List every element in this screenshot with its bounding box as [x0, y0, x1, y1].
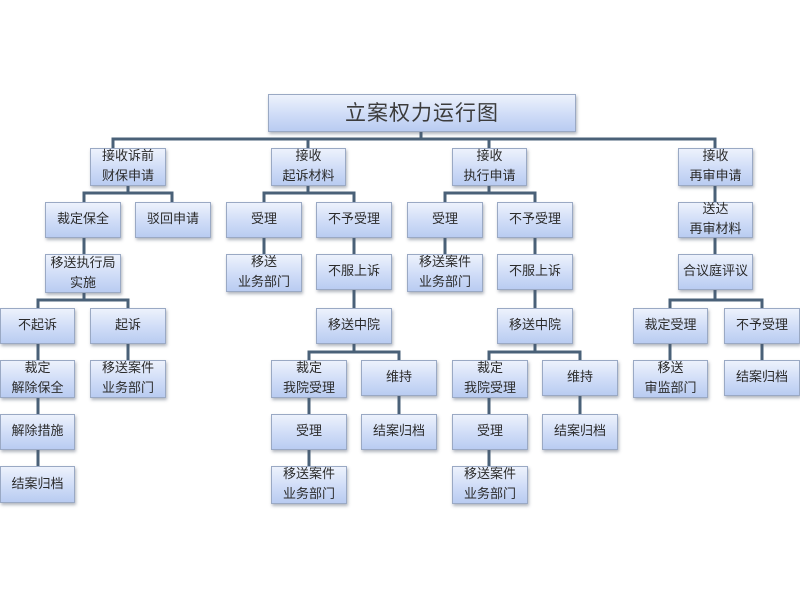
- node-rule-preservation: 裁定保全: [45, 202, 121, 238]
- node-pre-suit-preservation-application: 接收诉前 财保申请: [90, 148, 166, 186]
- node-transfer-trial-supervision-department: 移送 审监部门: [633, 360, 708, 398]
- node-release-measures: 解除措施: [0, 414, 75, 450]
- node-transfer-case-department: 移送案件 业务部门: [271, 466, 347, 504]
- node-collegial-panel-review: 合议庭评议: [678, 254, 753, 290]
- node-appeal: 不服上诉: [316, 254, 392, 290]
- node-close-archive: 结案归档: [361, 414, 437, 450]
- node-transfer-case-department: 移送案件 业务部门: [407, 254, 483, 292]
- node-not-accept: 不予受理: [724, 308, 800, 344]
- node-transfer-case-department: 移送案件 业务部门: [90, 360, 166, 398]
- node-not-accept: 不予受理: [316, 202, 392, 238]
- node-not-accept: 不予受理: [497, 202, 573, 238]
- node-receive-retrial-application: 接收 再审申请: [678, 148, 753, 186]
- node-close-archive: 结案归档: [724, 360, 800, 396]
- node-deliver-retrial-materials: 送达 再审材料: [678, 202, 753, 238]
- node-transfer-business-department: 移送 业务部门: [226, 254, 302, 292]
- node-transfer-enforcement-bureau: 移送执行局 实施: [45, 254, 121, 293]
- node-file-suit: 起诉: [90, 308, 166, 344]
- node-accept: 受理: [226, 202, 302, 238]
- node-accept: 受理: [407, 202, 483, 238]
- node-transfer-intermediate-court: 移送中院: [316, 308, 392, 344]
- node-close-archive: 结案归档: [0, 466, 75, 503]
- node-reject-application: 驳回申请: [135, 202, 211, 238]
- node-rule-release-preservation: 裁定 解除保全: [0, 360, 75, 398]
- node-rule-court-accept: 裁定 我院受理: [452, 360, 528, 398]
- node-no-suit: 不起诉: [0, 308, 75, 344]
- node-appeal: 不服上诉: [497, 254, 573, 290]
- node-rule-court-accept: 裁定 我院受理: [271, 360, 347, 398]
- node-accept: 受理: [271, 414, 347, 450]
- node-receive-enforcement-application: 接收 执行申请: [452, 148, 527, 186]
- node-transfer-intermediate-court: 移送中院: [497, 308, 573, 344]
- node-close-archive: 结案归档: [542, 414, 618, 450]
- node-uphold: 维持: [542, 360, 618, 396]
- root-title-box: 立案权力运行图: [268, 94, 576, 132]
- node-accept: 受理: [452, 414, 528, 450]
- node-uphold: 维持: [361, 360, 437, 396]
- node-receive-complaint-materials: 接收 起诉材料: [271, 148, 346, 186]
- node-transfer-case-department: 移送案件 业务部门: [452, 466, 528, 504]
- node-rule-accept: 裁定受理: [633, 308, 708, 344]
